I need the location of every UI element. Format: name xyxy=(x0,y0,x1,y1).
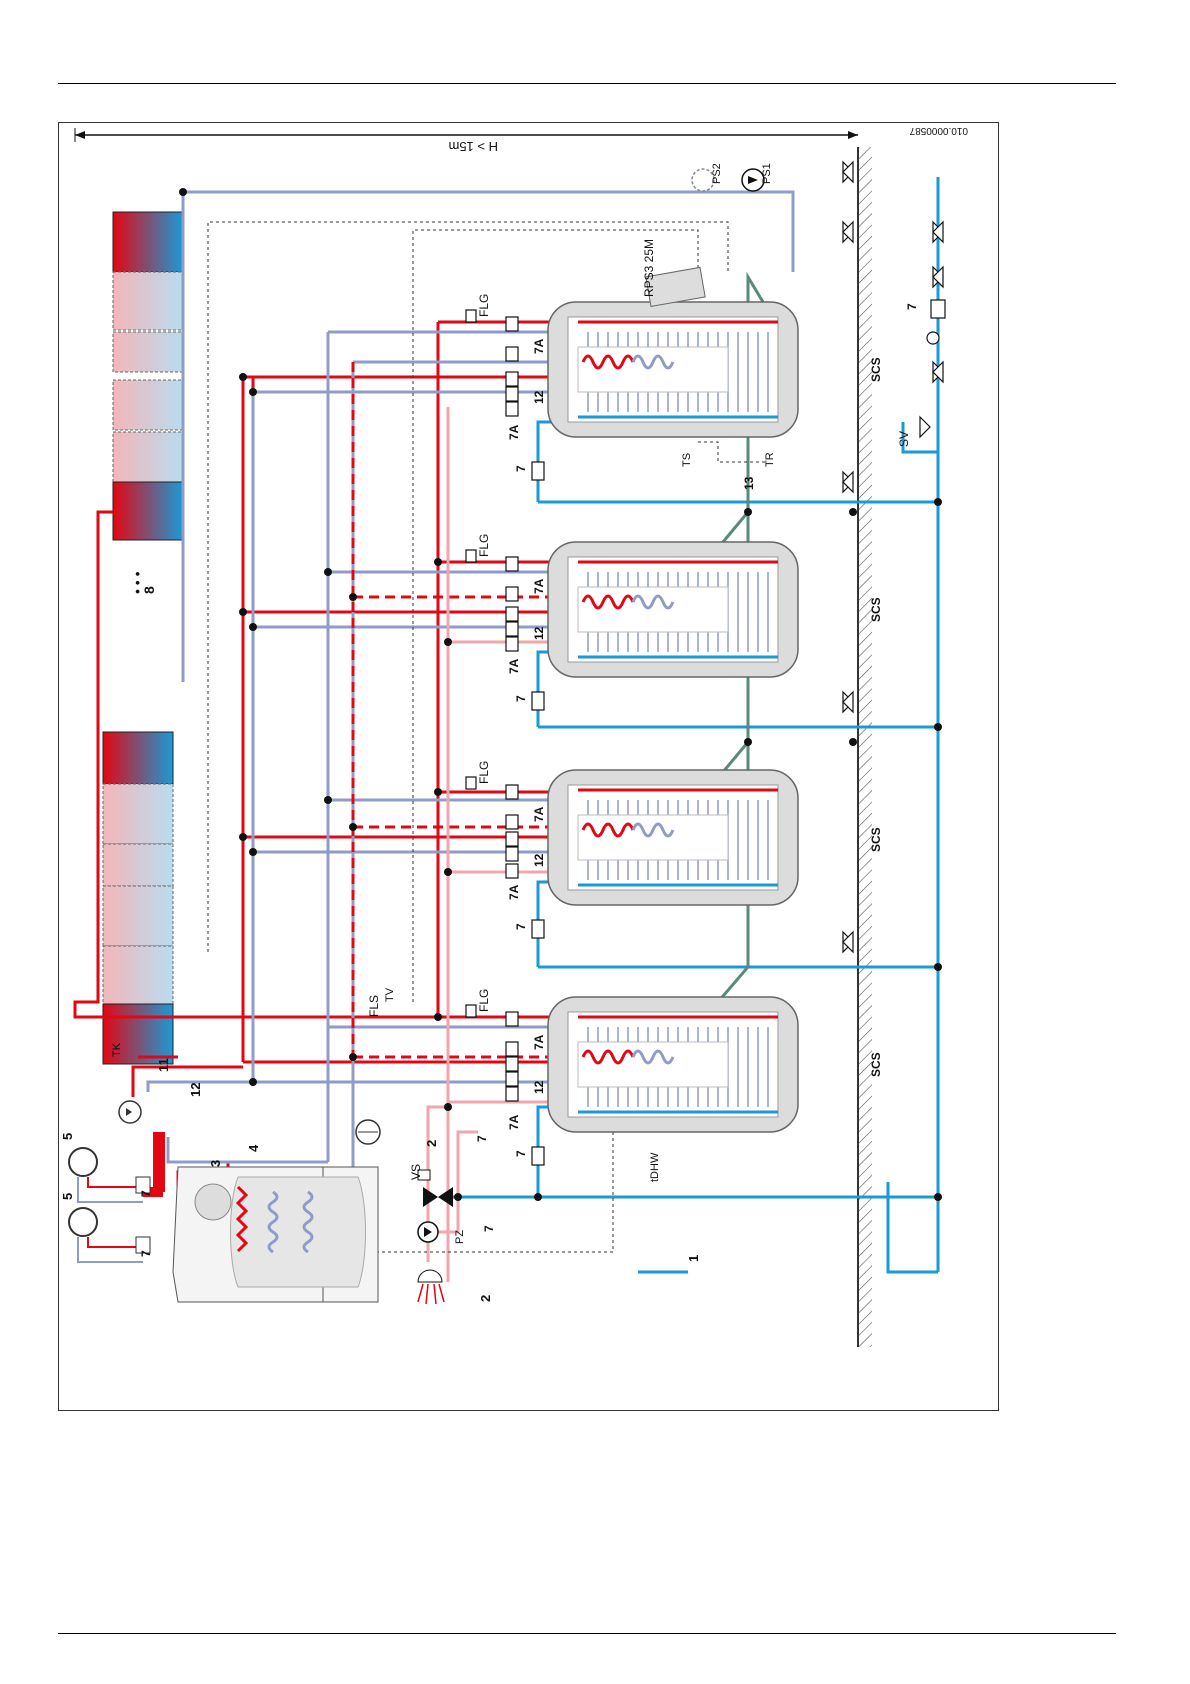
expansion-vessel xyxy=(356,1120,380,1144)
label-tdhw: tDHW xyxy=(649,1152,661,1182)
label-tk: TK xyxy=(111,1042,123,1057)
label-scs-4: SCS xyxy=(869,1052,883,1077)
label-5-top: 5 xyxy=(60,1133,75,1140)
label-7A-4: 7A xyxy=(507,658,521,674)
label-7-1: 7 xyxy=(514,465,528,472)
svg-text:• • •: • • • xyxy=(129,571,145,594)
heating-circuits xyxy=(69,1148,150,1262)
label-ps1: PS1 xyxy=(761,163,773,184)
label-7A-2: 7A xyxy=(507,424,521,440)
label-fls: FLS xyxy=(367,995,381,1017)
label-tr: TR xyxy=(764,452,776,467)
label-sv: SV xyxy=(897,431,911,447)
label-7A-1: 7A xyxy=(532,338,546,354)
label-13: 13 xyxy=(742,476,756,490)
label-12-3: 12 xyxy=(532,853,546,867)
tank-2 xyxy=(548,542,798,677)
label-7-4: 7 xyxy=(514,1150,528,1157)
label-7A-3: 7A xyxy=(532,578,546,594)
label-7-heat-2: 7 xyxy=(139,1250,153,1257)
label-flg-2: FLG xyxy=(477,534,491,557)
collector-array-bottom xyxy=(103,732,173,1064)
label-tv: TV xyxy=(384,987,396,1002)
label-7-3: 7 xyxy=(514,923,528,930)
flow-meters xyxy=(466,310,476,1017)
cold-inlet-valves xyxy=(920,222,945,437)
label-flg-4: FLG xyxy=(477,989,491,1012)
label-7A-7: 7A xyxy=(532,1034,546,1050)
solar-pumps xyxy=(692,169,764,191)
height-note: H > 15m xyxy=(449,139,499,154)
label-ts: TS xyxy=(681,453,693,467)
label-5-bottom: 5 xyxy=(60,1193,75,1200)
floor xyxy=(858,147,872,1347)
label-flg-1: FLG xyxy=(477,294,491,317)
label-2-shower: 2 xyxy=(478,1295,493,1302)
label-flg-3: FLG xyxy=(477,761,491,784)
hydraulic-diagram: H > 15m 010.0000587 8 • • • TK xyxy=(58,122,999,1411)
label-7A-6: 7A xyxy=(507,884,521,900)
label-7-dhw-1: 7 xyxy=(475,1135,489,1142)
label-12-main: 12 xyxy=(188,1083,203,1097)
label-1: 1 xyxy=(686,1255,701,1262)
label-7A-8: 7A xyxy=(507,1114,521,1130)
floor-valves xyxy=(843,162,853,952)
label-12-1: 12 xyxy=(532,390,546,404)
label-scs-3: SCS xyxy=(869,827,883,852)
label-12-4: 12 xyxy=(532,1080,546,1094)
label-rps: RPS3 25M xyxy=(642,239,656,297)
label-11: 11 xyxy=(156,1058,171,1072)
label-ps2: PS2 xyxy=(711,163,723,184)
tank-4 xyxy=(548,997,798,1132)
label-7-heat-1: 7 xyxy=(139,1190,153,1197)
height-dimension: H > 15m xyxy=(75,128,858,154)
label-vs: VS xyxy=(409,1164,423,1180)
tank-3 xyxy=(548,770,798,905)
header-rule xyxy=(58,83,1116,84)
label-7-dhw-2: 7 xyxy=(482,1225,496,1232)
doc-id: 010.0000587 xyxy=(909,125,968,136)
boiler xyxy=(173,1167,378,1302)
label-7-cold: 7 xyxy=(905,303,919,310)
collector-array-top xyxy=(113,212,183,540)
label-12-2: 12 xyxy=(532,626,546,640)
label-pz: PZ xyxy=(454,1230,466,1244)
label-4: 4 xyxy=(246,1144,261,1152)
shower-head xyxy=(418,1270,444,1304)
label-2-top: 2 xyxy=(424,1140,439,1147)
label-3: 3 xyxy=(208,1160,223,1167)
label-scs-2: SCS xyxy=(869,597,883,622)
label-7-2: 7 xyxy=(514,695,528,702)
label-7A-5: 7A xyxy=(532,806,546,822)
label-scs-1: SCS xyxy=(869,357,883,382)
tank-1 xyxy=(548,302,798,437)
circulation-pump-pz xyxy=(418,1222,438,1242)
footer-rule xyxy=(58,1633,1116,1634)
